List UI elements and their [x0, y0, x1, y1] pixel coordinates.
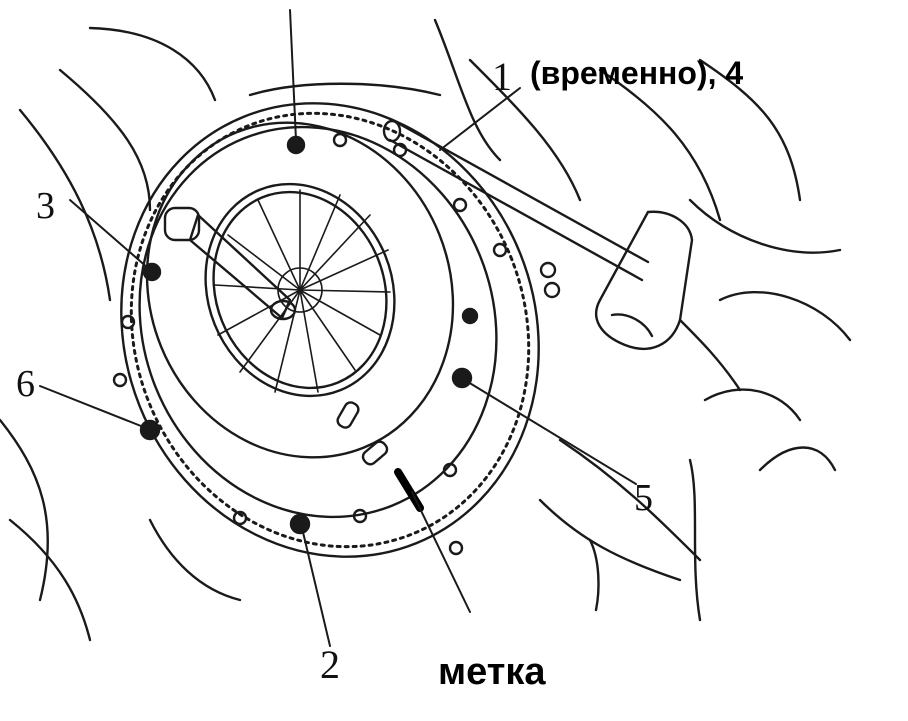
torque-wrench	[382, 119, 694, 350]
mark-label: метка	[438, 651, 546, 693]
cover-bolts	[139, 135, 479, 535]
callout-1-note: (временно), 4	[530, 55, 743, 91]
callout-5-label: 5	[634, 477, 653, 519]
pressure-plate-cover	[145, 121, 455, 459]
callout-2-label: 2	[320, 642, 340, 687]
flywheel	[120, 102, 540, 558]
engine-background-lines	[0, 18, 852, 642]
callout-6-label: 6	[16, 363, 35, 405]
leader-lines	[39, 9, 637, 647]
callout-1-number: 1	[492, 54, 512, 99]
flywheel-holes	[112, 132, 561, 556]
diaphragm-spring	[214, 189, 391, 393]
centering-mandrel	[163, 206, 297, 321]
callout-3-label: 3	[36, 185, 55, 227]
